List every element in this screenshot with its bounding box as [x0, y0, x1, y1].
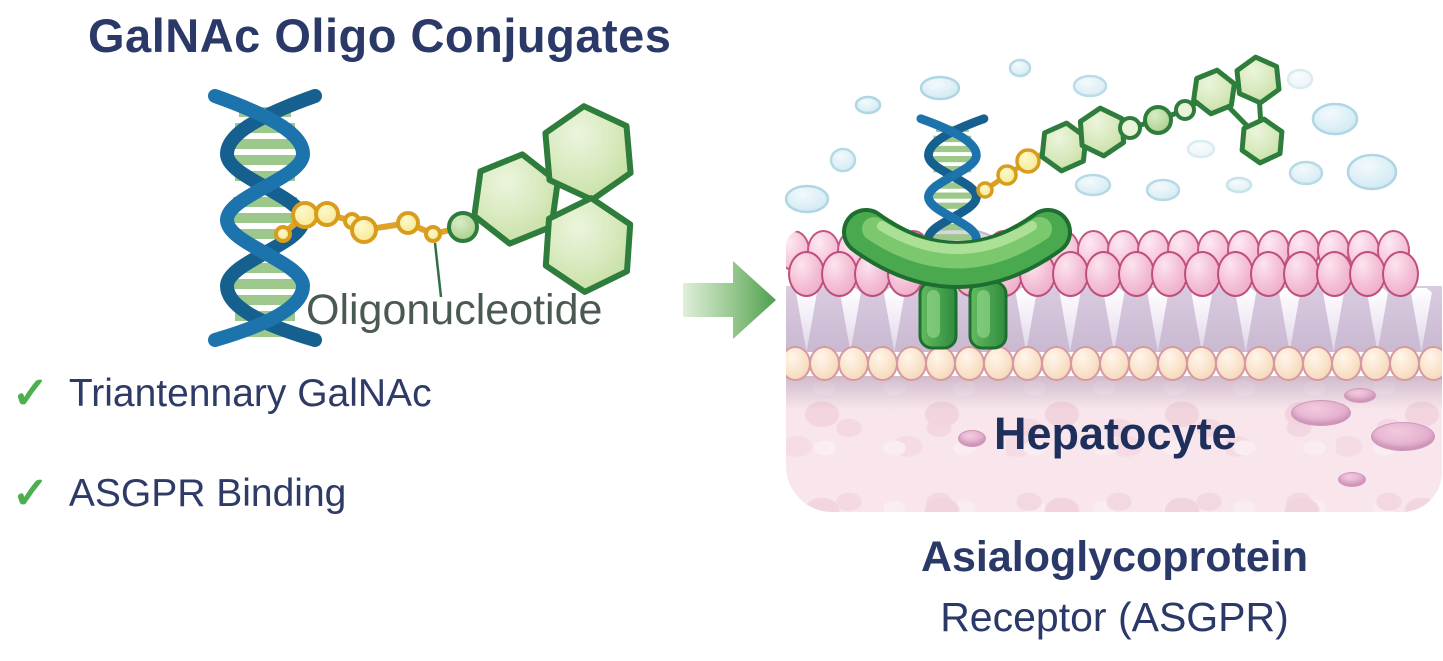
- organelle-blob: [958, 430, 986, 447]
- galnac-cluster-icon: [447, 103, 634, 295]
- organelle-blob: [1371, 422, 1435, 451]
- organelle-blob: [1291, 400, 1351, 426]
- linker-chain-icon: [274, 201, 464, 298]
- checklist-item-triantennary: ✓ Triantennary GalNAc: [12, 369, 432, 418]
- asgpr-receptor-icon: [842, 208, 1072, 350]
- hepatocyte-cell: Hepatocyte: [786, 230, 1442, 512]
- page-title: GalNAc Oligo Conjugates: [88, 9, 672, 62]
- oligonucleotide-label: Oligonucleotide: [306, 286, 603, 334]
- right-arrow-icon: [683, 261, 776, 339]
- receptor-caption: Asialoglycoprotein Receptor (ASGPR): [786, 533, 1443, 641]
- organelle-blob: [1338, 472, 1366, 487]
- receptor-caption-line2: Receptor (ASGPR): [940, 594, 1289, 640]
- hepatocyte-label: Hepatocyte: [994, 408, 1237, 459]
- checkmark-icon: ✓: [12, 369, 49, 418]
- receptor-caption-line1: Asialoglycoprotein: [920, 533, 1309, 581]
- cytoplasm: [786, 376, 1442, 512]
- oligo-conjugate-illustration: [170, 85, 634, 355]
- lipid-tails: [786, 286, 1442, 352]
- membrane-inner-leaflet: [786, 346, 1442, 381]
- vesicle-bubbles: [784, 58, 1398, 214]
- oligo-leader-line: [433, 242, 443, 298]
- organelle-blob: [1344, 388, 1376, 403]
- checkmark-icon: ✓: [12, 469, 49, 518]
- asgpr-binding-illustration: [784, 54, 1398, 350]
- membrane-outer-leaflet-front: [788, 251, 1419, 297]
- feature-checklist: ✓ Triantennary GalNAc ✓ ASGPR Binding: [12, 372, 432, 516]
- checklist-item-asgpr: ✓ ASGPR Binding: [12, 469, 347, 518]
- released-conjugate-chain: [976, 54, 1285, 199]
